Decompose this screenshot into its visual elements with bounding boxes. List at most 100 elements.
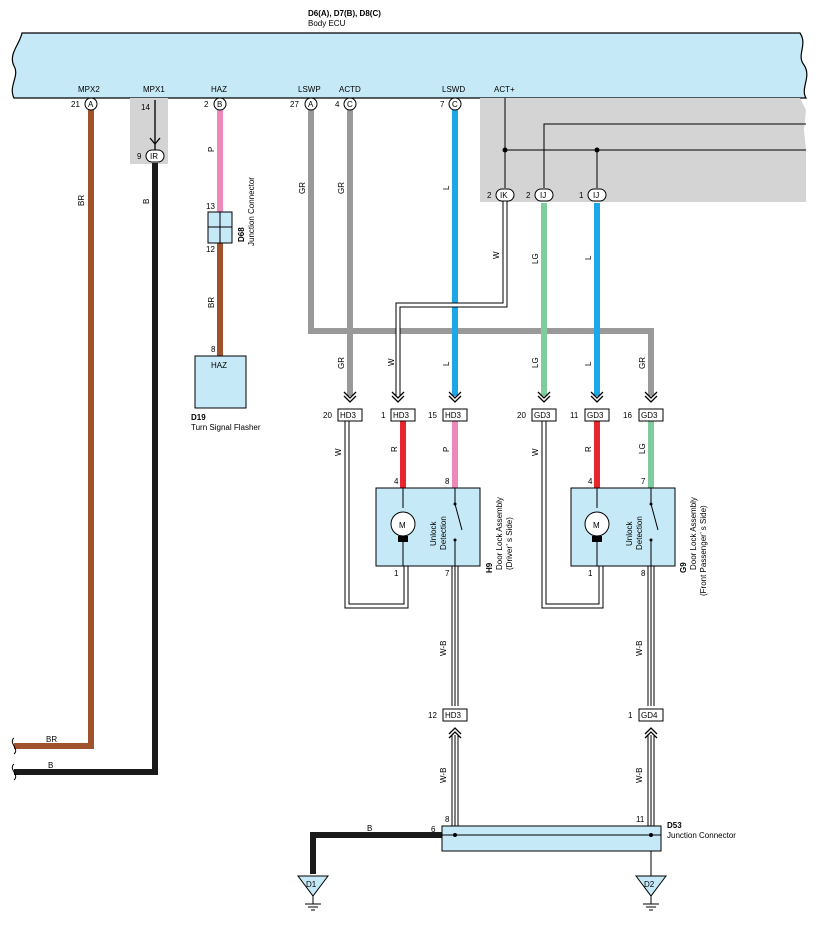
- wire-label-b: B: [367, 824, 372, 833]
- svg-text:27: 27: [290, 100, 299, 109]
- svg-text:8: 8: [445, 815, 450, 824]
- svg-text:M: M: [593, 521, 600, 530]
- svg-text:C: C: [347, 100, 353, 109]
- svg-text:HD3: HD3: [340, 411, 357, 420]
- switch-icon: [650, 503, 659, 531]
- svg-text:G9: G9: [679, 562, 688, 573]
- hd3-connector-1: HD3 1: [381, 408, 416, 422]
- wire-label-wb: W-B: [635, 641, 644, 656]
- lswd-label: LSWD: [442, 85, 465, 94]
- wire-label-br: BR: [77, 195, 86, 206]
- hd3-lower-connector: HD3 12: [428, 708, 468, 722]
- wire-mpx1-b-lower: [14, 163, 158, 775]
- svg-text:21: 21: [71, 100, 80, 109]
- svg-text:A: A: [88, 100, 94, 109]
- ecu-name-label: Body ECU: [308, 19, 346, 28]
- splice-dot: [502, 147, 508, 153]
- splice-dot: [594, 147, 600, 153]
- hd3-connector-20: HD3 20: [323, 408, 363, 422]
- gd4-lower-connector: GD4 1: [628, 708, 664, 722]
- svg-text:HD3: HD3: [393, 411, 410, 420]
- wire-label-w: W: [334, 448, 343, 456]
- svg-text:D68: D68: [237, 227, 246, 242]
- svg-text:IK: IK: [500, 191, 508, 200]
- splice-ij-1: IJ 2: [526, 188, 554, 202]
- svg-text:13: 13: [206, 202, 215, 211]
- svg-text:H9: H9: [485, 562, 494, 573]
- wire-label-lg: LG: [531, 357, 540, 368]
- wire-label-p: P: [442, 447, 451, 452]
- hd3-connector-15: HD3 15: [428, 408, 468, 422]
- svg-text:Door Lock Assembly: Door Lock Assembly: [689, 497, 698, 570]
- svg-text:6: 6: [431, 825, 436, 834]
- d68-junction-connector: 13 12 D68 Junction Connector: [206, 177, 256, 254]
- wire-mpx2-br: [14, 104, 94, 749]
- wire-label-gr: GR: [337, 357, 346, 369]
- svg-text:GD4: GD4: [641, 711, 658, 720]
- lswp-label: LSWP: [298, 85, 321, 94]
- wire-h9-w-loop: [344, 421, 409, 609]
- d53-name: Junction Connector: [667, 831, 736, 840]
- svg-text:2: 2: [487, 191, 492, 200]
- ecu-pin-haz: B 2: [204, 97, 227, 111]
- svg-text:IR: IR: [150, 152, 158, 161]
- wire-label-wb: W-B: [439, 641, 448, 656]
- svg-text:8: 8: [211, 345, 216, 354]
- d53-junction-connector: 6 8 11 D53 Junction Connector: [431, 815, 736, 852]
- svg-text:IJ: IJ: [593, 191, 599, 200]
- wire-label-l: L: [442, 185, 451, 190]
- svg-text:(Driver’ s Side): (Driver’ s Side): [505, 517, 514, 570]
- svg-text:4: 4: [335, 100, 340, 109]
- svg-text:8: 8: [641, 569, 646, 578]
- svg-text:15: 15: [428, 411, 437, 420]
- svg-text:20: 20: [323, 411, 332, 420]
- wire-label-r: R: [390, 446, 399, 452]
- svg-text:9: 9: [137, 152, 142, 161]
- svg-text:D2: D2: [644, 880, 655, 889]
- svg-text:1: 1: [588, 569, 593, 578]
- wire-label-w: W: [492, 251, 501, 259]
- wire-label-r: R: [584, 446, 593, 452]
- d19-turn-signal-flasher: HAZ 8 D19 Turn Signal Flasher: [191, 345, 261, 432]
- svg-text:7: 7: [641, 477, 646, 486]
- svg-text:20: 20: [517, 411, 526, 420]
- ecu-pin-actd: C 4: [335, 97, 357, 111]
- ecu-pin-mpx1: 14: [141, 103, 150, 112]
- wire-label-br: BR: [46, 735, 57, 744]
- svg-text:Detection: Detection: [439, 516, 448, 550]
- connector-arrows: [149, 137, 658, 739]
- wire-label-l: L: [442, 361, 451, 366]
- svg-text:Unlock: Unlock: [625, 521, 634, 546]
- mpx1-label: MPX1: [143, 85, 165, 94]
- splice-ir: IR 9: [137, 149, 165, 163]
- ground-d2-icon: D2: [635, 875, 667, 911]
- svg-text:2: 2: [526, 191, 531, 200]
- svg-text:16: 16: [623, 411, 632, 420]
- svg-text:1: 1: [628, 711, 633, 720]
- svg-text:4: 4: [394, 477, 399, 486]
- svg-text:D1: D1: [306, 880, 317, 889]
- svg-text:IJ: IJ: [540, 191, 546, 200]
- wire-label-b: B: [142, 199, 151, 204]
- wire-label-l: L: [584, 361, 593, 366]
- svg-text:Door Lock Assembly: Door Lock Assembly: [495, 497, 504, 570]
- g9-door-lock-assembly: M Unlock Detection 4 7 1 8 G9 Door Lock …: [570, 477, 708, 596]
- svg-text:(Front Passenger’ s Side): (Front Passenger’ s Side): [699, 505, 708, 596]
- svg-text:Detection: Detection: [635, 516, 644, 550]
- gd3-connector-11: GD3 11: [570, 408, 610, 422]
- gd3-connector-16: GD3 16: [623, 408, 664, 422]
- svg-text:11: 11: [636, 815, 645, 824]
- wire-label-w: W: [387, 358, 396, 366]
- svg-text:D53: D53: [667, 821, 682, 830]
- wire-h9-wb: [451, 566, 459, 826]
- wire-label-wb: W-B: [635, 768, 644, 783]
- wire-d53-b: [310, 832, 442, 874]
- ecu-pin-lswp: A 27: [290, 97, 318, 111]
- splice-ik: IK 2: [487, 188, 515, 202]
- svg-text:HD3: HD3: [445, 711, 462, 720]
- actd-label: ACTD: [339, 85, 361, 94]
- svg-text:GD3: GD3: [534, 411, 551, 420]
- splice-ij-2: IJ 1: [579, 188, 607, 202]
- wire-break-marks: [11, 737, 17, 781]
